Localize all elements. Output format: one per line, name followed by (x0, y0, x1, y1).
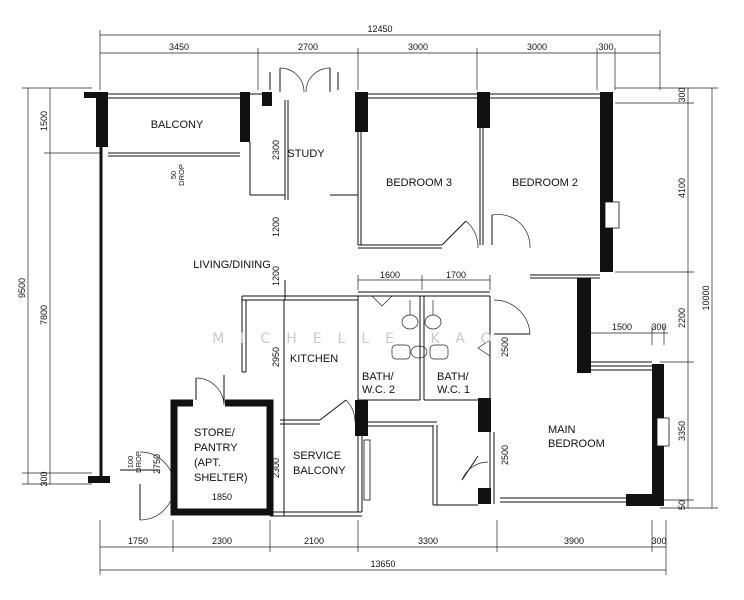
room-bedroom-3: BEDROOM 3 (386, 177, 452, 189)
dim-top-2: 2700 (298, 42, 318, 52)
dim-bath-side-lower: 2500 (500, 445, 510, 465)
dim-bottom-5: 3900 (564, 536, 584, 546)
room-study: STUDY (287, 148, 325, 160)
room-store-line-1: STORE/ (194, 427, 236, 439)
dim-study-3: 1200 (271, 266, 281, 286)
dim-main-bed-top-1: 1500 (612, 322, 632, 332)
dim-left-top: 1500 (39, 111, 49, 131)
room-bedroom-2: BEDROOM 2 (512, 177, 578, 189)
entrance-drop-label: DROP (134, 451, 143, 473)
room-living-dining: LIVING/DINING (193, 259, 271, 271)
dim-main-bed-top-2: 300 (651, 322, 666, 332)
right-dimension-chain: 300 4100 2200 3350 50 10000 (615, 87, 718, 510)
room-balcony: BALCONY (151, 119, 204, 131)
dim-store-width: 1850 (212, 492, 232, 502)
dim-bath-side: 2500 (500, 337, 510, 357)
entrance-drop-value: 100 (126, 456, 135, 469)
room-main-bedroom-line-1: MAIN (548, 424, 576, 436)
dim-right-outer: 10000 (701, 285, 711, 310)
bottom-dimension-chain: 1750 2300 2100 3300 3900 300 13650 (99, 520, 667, 575)
dim-left-inner: 7800 (39, 305, 49, 325)
dim-left-outer: 9500 (17, 278, 27, 298)
dim-top-3: 3000 (408, 42, 428, 52)
dim-bottom-2: 2300 (212, 536, 232, 546)
dim-right-3: 2200 (677, 308, 687, 328)
dim-right-5: 50 (677, 500, 687, 510)
room-service-balcony-line-2: BALCONY (293, 465, 346, 477)
balcony-drop-label: DROP (177, 164, 186, 186)
fixtures (391, 300, 449, 360)
dim-top-1: 3450 (169, 42, 189, 52)
room-labels: BALCONY STUDY BEDROOM 3 BEDROOM 2 LIVING… (151, 119, 605, 484)
dim-bottom-3: 2100 (304, 536, 324, 546)
drop-labels: 50 DROP 100 DROP (126, 164, 186, 473)
dim-study-2: 1200 (271, 217, 281, 237)
dim-study-1: 2300 (271, 140, 281, 160)
dim-right-4: 3350 (677, 421, 687, 441)
dim-right-1: 300 (677, 87, 687, 102)
watermark: MICHELLE KAO (212, 331, 508, 347)
walls (84, 92, 670, 517)
room-service-balcony-line-1: SERVICE (293, 450, 341, 462)
dim-top-4: 3000 (527, 42, 547, 52)
top-dimension-chain: 12450 3450 2700 3000 3000 300 (99, 24, 661, 90)
dim-bottom-total: 13650 (370, 559, 395, 569)
room-kitchen: KITCHEN (290, 353, 338, 365)
dim-bath-1-width: 1700 (446, 270, 466, 280)
dim-top-total: 12450 (367, 24, 392, 34)
dim-bottom-4: 3300 (418, 536, 438, 546)
doors (120, 67, 531, 521)
room-bath-1-line-1: BATH/ (437, 371, 470, 383)
balcony-drop-value: 50 (169, 171, 178, 179)
room-bath-2-line-1: BATH/ (362, 371, 395, 383)
room-main-bedroom-line-2: BEDROOM (548, 438, 605, 450)
dim-entrance: 2750 (152, 454, 162, 474)
dim-kitchen: 2950 (271, 347, 281, 367)
dim-bottom-6: 300 (651, 536, 666, 546)
room-store-line-3: (APT. (194, 457, 221, 469)
dim-bottom-1: 1750 (128, 536, 148, 546)
room-bath-2-line-2: W.C. 2 (362, 384, 395, 396)
dim-service: 2300 (271, 458, 281, 478)
dim-bath-2-width: 1600 (380, 270, 400, 280)
room-bath-1-line-2: W.C. 1 (437, 384, 470, 396)
room-store-line-4: SHELTER) (194, 472, 248, 484)
left-dimension-chain: 9500 7800 1500 300 (17, 87, 100, 487)
dim-right-2: 4100 (677, 178, 687, 198)
room-store-line-2: PANTRY (194, 442, 238, 454)
dim-top-5: 300 (598, 42, 613, 52)
interior-dimensions: 1600 1700 2300 1200 1200 2950 2300 2500 … (152, 140, 668, 502)
dim-left-bottom: 300 (39, 471, 49, 486)
